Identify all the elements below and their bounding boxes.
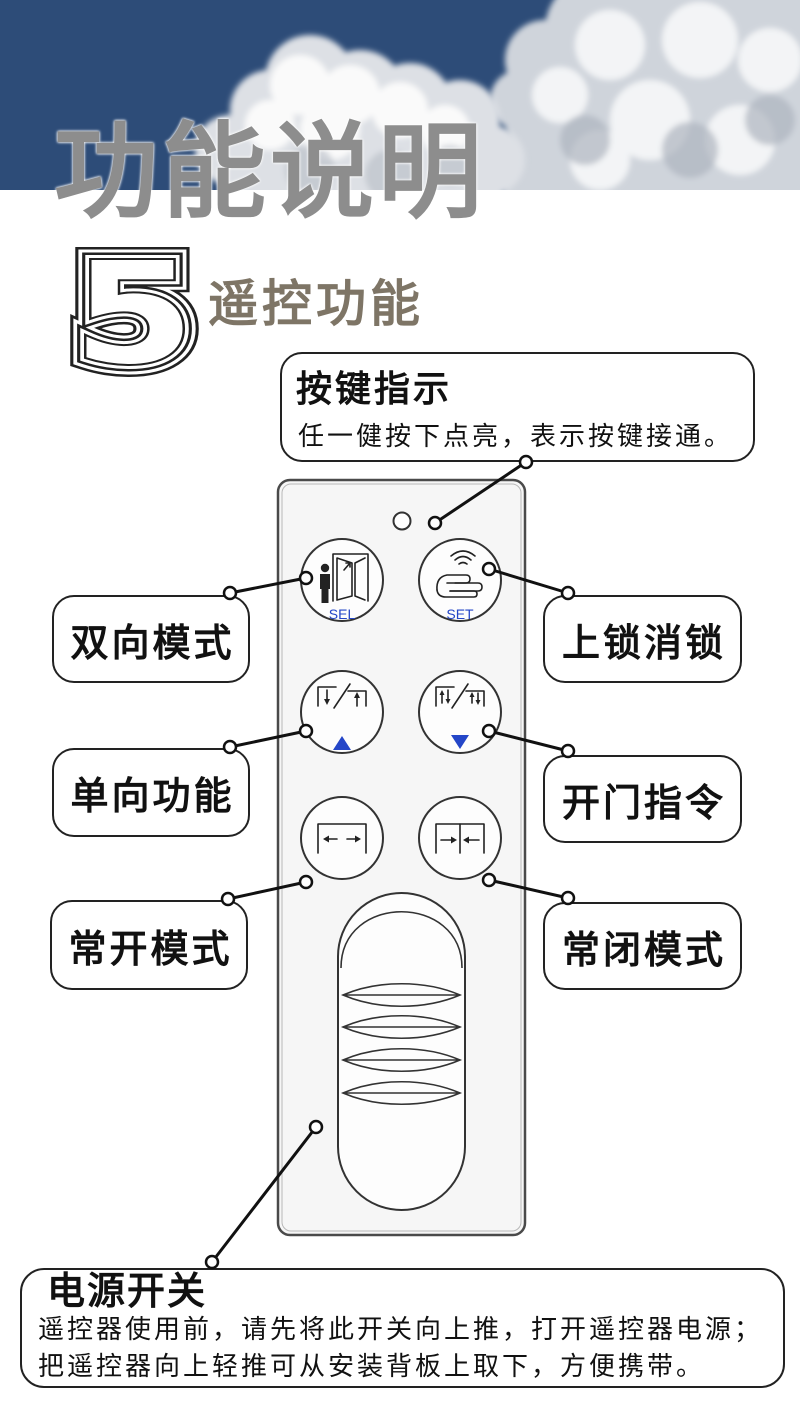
leader-line-always-open [220,874,314,907]
anchor-dot [308,1119,324,1135]
callout-description: 任一健按下点亮，表示按键接通。 [298,422,734,452]
callout-description-line: 把遥控器向上轻推可从安装背板上取下，方便携带。 [38,1352,706,1382]
leader-line-always-closed [481,872,576,906]
section-number-ring: 5 [73,236,195,386]
section-number-ring: 5 [73,236,195,386]
sel-label: SEL [329,606,356,622]
anchor-dot [481,561,497,577]
anchor-dot [204,1254,220,1270]
page-title: 功能说明 [54,111,487,233]
callout-power-switch: 电源开关 遥控器使用前，请先将此开关向上推，打开遥控器电源； 把遥控器向上轻推可… [20,1268,785,1388]
led-indicator-icon [392,511,412,531]
anchor-dot [427,515,443,531]
callout-open-command: 开门指令 [543,755,742,843]
leader-line [487,729,570,753]
cloud-middle [195,35,525,190]
leader-line-unidirectional [222,723,314,755]
remote-body [276,478,527,1237]
double-door-arrows-icon [435,683,485,709]
section-number-graphic: 5 5 5 5 5 5 [58,236,208,386]
section-number: 5 [73,236,195,386]
anchor-dot [298,723,314,739]
button-ring [418,538,502,622]
person-icon [320,563,330,603]
leader-line [226,880,308,901]
anchor-dot [481,872,497,888]
anchor-dot [481,723,497,739]
bidirectional-mode-button: SEL [300,538,384,622]
leader-line [228,729,308,749]
arrows-inward-icon [435,823,485,854]
set-label: SET [446,606,474,622]
callout-lock-unlock: 上锁消锁 [543,595,742,683]
switch-knob-top [340,911,463,969]
up-triangle-icon [333,736,351,750]
callout-always-open: 常开模式 [50,900,248,990]
leader-line [433,460,528,525]
callout-title: 电源开关 [47,1269,208,1313]
leader-line [210,1125,318,1264]
arrowheads [439,690,481,705]
hand-signal-icon [436,550,483,598]
leader-line-open-command [481,723,576,759]
leader-line [487,878,570,900]
button-ring [418,670,502,754]
button-ring [300,670,384,754]
callout-description-line: 遥控器使用前，请先将此开关向上推，打开遥控器电源； [38,1315,764,1345]
leader-line [228,576,308,595]
arrowheads [451,836,469,844]
unidirectional-button [300,670,384,754]
single-door-arrows-icon [317,683,367,709]
button-ring [300,538,384,622]
section-number-ring: 5 [73,236,195,386]
callout-key-indicator: 按键指示 任一健按下点亮，表示按键接通。 [280,352,755,462]
arrows-outward-icon [317,823,367,854]
switch-grip-ridges [340,982,463,1106]
door-person-icon [332,553,369,602]
button-ring [300,796,384,880]
always-closed-button [418,796,502,880]
leader-line-power-switch [204,1119,324,1270]
remote-body-edge [281,483,522,1232]
section-title: 遥控功能 [208,275,424,333]
open-command-button [418,670,502,754]
callout-unidirectional: 单向功能 [52,748,250,837]
arrowheads [324,692,360,705]
lock-unlock-button: SET [418,538,502,622]
leader-line-key-indicator [427,454,534,531]
always-open-button [300,796,384,880]
callout-title: 按键指示 [296,369,453,410]
button-ring [418,796,502,880]
leader-line [487,567,570,595]
switch-track [337,892,466,1211]
leader-line-bidirectional [222,570,314,601]
cloud-right [490,0,800,190]
sky-banner [0,0,800,190]
slide-switch-icon [337,892,466,1211]
anchor-dot [298,874,314,890]
callout-always-closed: 常闭模式 [543,902,742,990]
section-number-ring: 5 [73,236,195,386]
section-number-ring: 5 [73,236,195,386]
remote-control: SEL SET [276,478,527,1237]
down-triangle-icon [451,735,469,749]
anchor-dot [298,570,314,586]
callout-bidirectional-mode: 双向模式 [52,595,250,683]
leader-line-lock-unlock [481,561,576,601]
arrowheads [323,835,361,843]
